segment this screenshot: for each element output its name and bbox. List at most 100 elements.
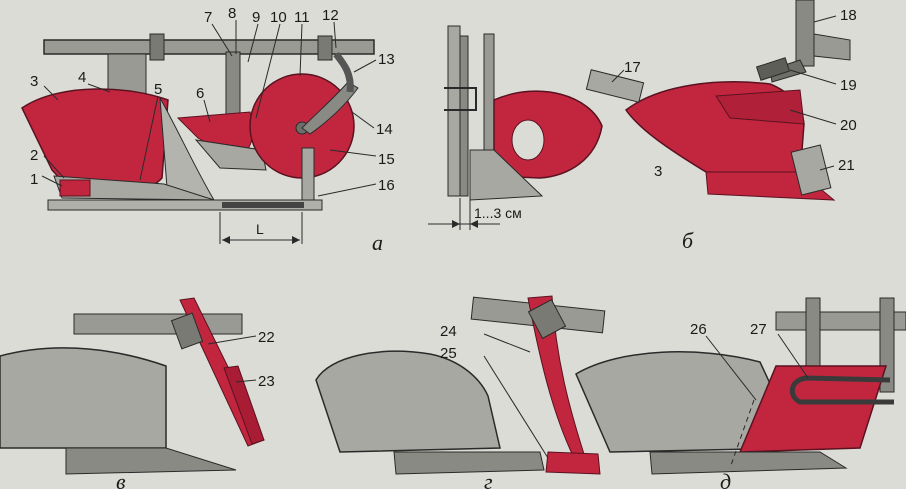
label-13: 13: [378, 51, 395, 68]
label-25: 25: [440, 345, 457, 362]
mouldboard-g: [315, 350, 501, 453]
leader-line: [255, 23, 281, 119]
label-20: 20: [840, 117, 857, 134]
arrowhead: [452, 220, 460, 228]
label-3: 3: [30, 73, 38, 90]
share-plate: [790, 144, 832, 196]
landside-bar: [47, 199, 323, 211]
leader-line: [333, 21, 337, 49]
skim-rod: [789, 375, 894, 405]
beam-clamp: [317, 35, 333, 61]
label-24: 24: [440, 323, 457, 340]
label-2: 2: [30, 147, 38, 164]
panel-a-plough-assembly: L 1 2 3 4 5 6 7 8 9 10 11: [21, 5, 395, 255]
leader-line: [41, 175, 63, 187]
dimension-label-l: L: [256, 221, 264, 237]
leader-line: [351, 111, 375, 129]
leader-line: [611, 69, 625, 83]
front-opening: [511, 119, 545, 161]
panel-d-skim-plate: 26 27 д: [575, 297, 906, 489]
leader-line: [203, 99, 211, 123]
leader-line: [813, 15, 837, 23]
share-g: [393, 451, 545, 475]
label-11: 11: [294, 9, 310, 26]
panel-v-knife-coulter: 22 23 в: [0, 297, 275, 489]
panel-label-d: д: [720, 469, 731, 489]
skimmer-stand: [225, 51, 241, 117]
front-view: 1...3 см: [428, 25, 603, 230]
leader-line: [139, 95, 159, 181]
front-bracket: [444, 87, 477, 111]
mouldboard-v: [0, 347, 167, 449]
leader-line: [789, 109, 837, 125]
label-5: 5: [154, 81, 162, 98]
leader-line: [705, 335, 757, 401]
mouldboard-wing: [715, 89, 805, 125]
leader-line: [483, 333, 531, 353]
hidden-edge: [729, 399, 755, 469]
knife-blade: [223, 365, 265, 445]
label-18: 18: [840, 7, 857, 24]
label-15: 15: [378, 151, 395, 168]
coulter-foot: [545, 451, 601, 475]
label-27: 27: [750, 321, 767, 338]
panel-label-a: а: [372, 230, 383, 255]
label-1: 1: [30, 171, 38, 188]
share-heel: [59, 179, 91, 197]
frame-beam: [43, 39, 375, 55]
label-17: 17: [624, 59, 641, 76]
leader-line: [43, 85, 59, 101]
mount-bracket: [813, 33, 851, 61]
label-23: 23: [258, 373, 275, 390]
leader-line: [329, 149, 377, 157]
leader-line: [353, 59, 377, 73]
coulter-clamp-g: [527, 298, 567, 340]
leader-line: [777, 333, 809, 379]
panel-label-g: г: [484, 469, 493, 489]
label-3b: 3: [654, 163, 662, 180]
share-d: [649, 451, 848, 475]
clamp-plate: [755, 57, 791, 81]
leader-line: [247, 23, 259, 63]
label-4: 4: [78, 69, 86, 86]
label-10: 10: [270, 9, 287, 26]
leader-line: [207, 335, 257, 345]
leader-line: [317, 183, 377, 197]
leader-line: [299, 23, 303, 77]
label-9: 9: [252, 9, 260, 26]
label-19: 19: [840, 77, 857, 94]
leader-line: [819, 165, 835, 171]
leader-line: [211, 23, 233, 57]
leader-line: [43, 155, 65, 179]
share-v: [65, 447, 237, 475]
dimension-label-gap: 1...3 см: [474, 205, 522, 221]
panel-label-b: б: [682, 228, 694, 253]
coulter-holder: [301, 81, 359, 135]
label-8: 8: [228, 5, 236, 22]
arrowhead: [292, 236, 300, 244]
beam-clamp: [149, 33, 165, 61]
leader-line: [789, 69, 837, 85]
label-16: 16: [378, 177, 395, 194]
landside-holes: [222, 202, 304, 208]
arrowhead: [222, 236, 230, 244]
panel-g-bent-coulter: 24 25 г: [315, 295, 606, 489]
leader-line: [483, 355, 549, 459]
front-share: [469, 149, 544, 201]
label-14: 14: [376, 121, 393, 138]
arrowhead: [470, 220, 478, 228]
label-7: 7: [204, 9, 212, 26]
label-22: 22: [258, 329, 275, 346]
label-21: 21: [838, 157, 855, 174]
leader-line: [235, 379, 257, 383]
label-6: 6: [196, 85, 204, 102]
label-12: 12: [322, 7, 339, 24]
front-stand-rear: [459, 35, 469, 197]
coulter-shank: [333, 51, 354, 93]
panel-label-v: в: [116, 469, 126, 489]
mount-post: [795, 0, 815, 67]
leader-line: [87, 83, 111, 93]
skim-plate: [738, 365, 888, 453]
skimmer-share: [194, 139, 267, 171]
